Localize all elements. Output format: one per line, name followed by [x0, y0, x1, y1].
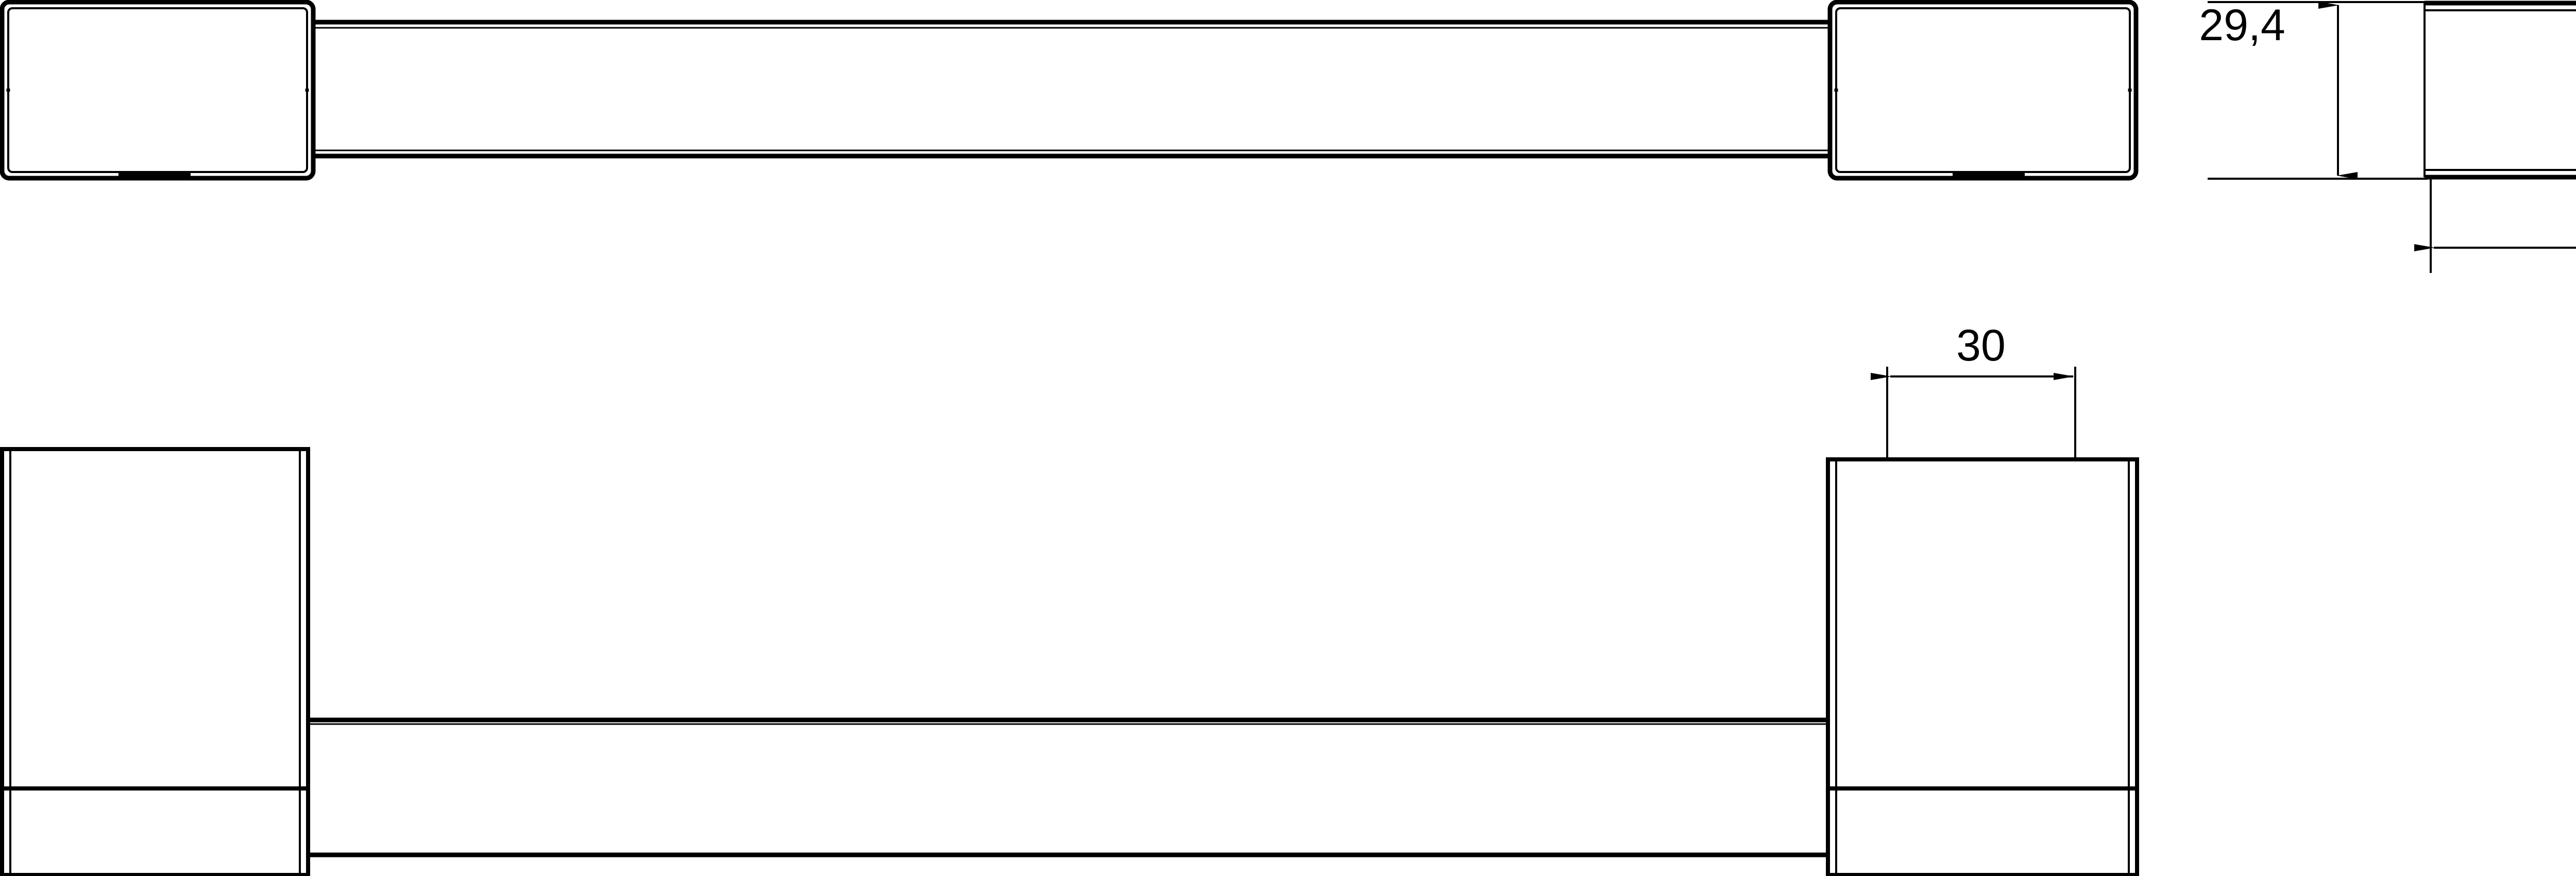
width-dimension-label: 30: [1956, 321, 2006, 370]
front-view-right-mounting-block: [1826, 457, 2139, 876]
height-dimension: 29,4: [2199, 1, 2428, 180]
front-view-connecting-rail: [301, 717, 1837, 857]
top-view-right-mounting-block: [1827, 0, 2139, 181]
height-dimension-label: 29,4: [2199, 1, 2285, 50]
side-view: [2424, 1, 2576, 180]
top-view: [0, 0, 2139, 181]
front-view-left-mounting-block: [0, 447, 310, 876]
depth-dimension: 70: [2414, 179, 2576, 273]
top-view-left-mounting-block: [0, 0, 316, 181]
top-view-connecting-rail: [307, 20, 1837, 159]
width-dimension: 30: [1871, 321, 2076, 458]
front-view: [0, 447, 2139, 876]
